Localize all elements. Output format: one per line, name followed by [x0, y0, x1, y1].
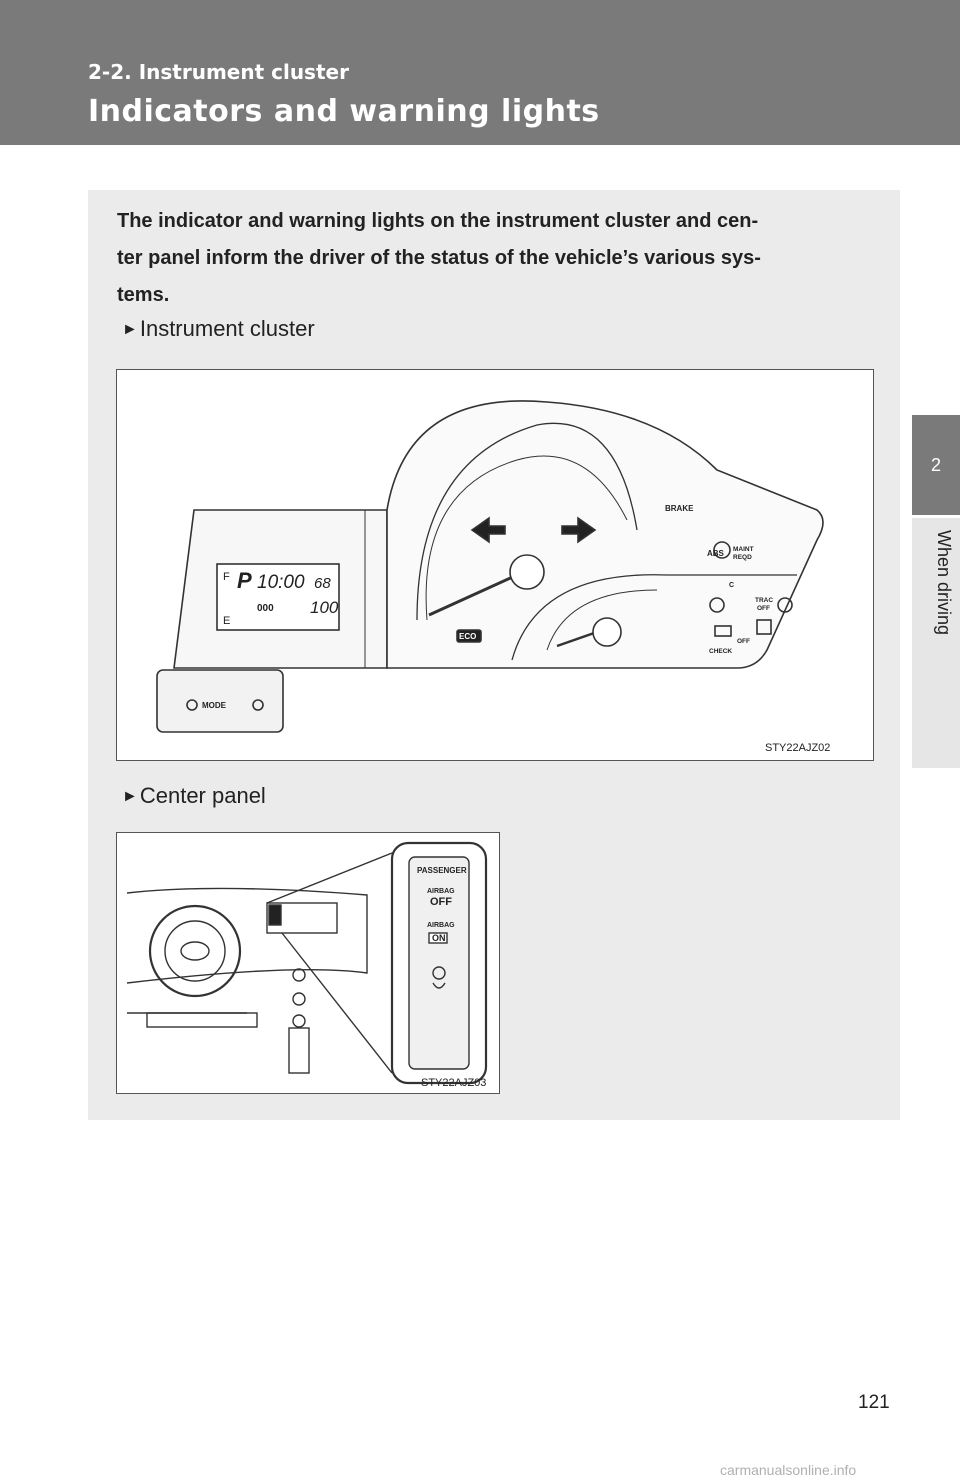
abs-label: ABS: [707, 549, 725, 558]
footer-watermark[interactable]: carmanualsonline.info: [720, 1462, 857, 1478]
figure-heading-text: Instrument cluster: [139, 316, 315, 341]
chapter-number: 2: [930, 454, 941, 475]
intro-line: The indicator and warning lights on the …: [117, 210, 759, 232]
airbag-on-label-1: AIRBAG: [427, 922, 455, 929]
trac-off-label: OFF: [757, 605, 770, 612]
airbag-off-label-2: OFF: [430, 896, 452, 908]
chapter-tab[interactable]: 2: [912, 415, 960, 515]
fuel-empty-label: E: [223, 615, 230, 627]
airbag-off-label-1: AIRBAG: [427, 888, 455, 895]
triangle-bullet-icon: ►: [122, 321, 138, 338]
clock-display: 10:00: [257, 572, 305, 593]
fuel-full-label: F: [223, 571, 230, 583]
instrument-cluster-figure: F E P 10:00 68 000 100 MODE ECO BRAKE AB…: [116, 369, 874, 761]
trac-label: TRAC: [755, 597, 773, 604]
mode-button-label: MODE: [202, 701, 227, 710]
triangle-bullet-icon: ►: [122, 788, 138, 805]
intro-paragraph: The indicator and warning lights on the …: [117, 203, 869, 314]
instrument-cluster-illustration: F E P 10:00 68 000 100 MODE ECO BRAKE AB…: [156, 400, 824, 733]
intro-line: ter panel inform the driver of the statu…: [117, 247, 761, 269]
temperature-display: 68: [314, 575, 331, 592]
chapter-tab-label-bg: [912, 518, 960, 768]
maint-label: MAINT: [733, 546, 754, 553]
eco-label: ECO: [459, 632, 476, 641]
check-label: CHECK: [709, 648, 732, 655]
figure-code: STY22AJZ02: [765, 742, 831, 754]
page-header: [0, 0, 960, 145]
vsc-off-label: OFF: [737, 638, 750, 645]
c-label: C: [729, 582, 734, 589]
figure-heading-instrument-cluster: ►Instrument cluster: [122, 316, 315, 342]
brake-label: BRAKE: [665, 504, 694, 513]
figure-heading-center-panel: ►Center panel: [122, 783, 266, 809]
odometer-display: 100: [310, 598, 339, 617]
odometer-label: 000: [257, 603, 274, 614]
airbag-on-label-2: ON: [432, 933, 446, 943]
page-number: 121: [858, 1392, 890, 1413]
page-title: Indicators and warning lights: [88, 94, 600, 129]
reqd-label: REQD: [733, 554, 752, 561]
center-panel-figure: PASSENGER AIRBAG OFF AIRBAG ON STY22AJZ0…: [116, 832, 500, 1094]
passenger-label: PASSENGER: [417, 866, 467, 875]
center-panel-illustration: PASSENGER AIRBAG OFF AIRBAG ON: [126, 841, 488, 1085]
chapter-label: When driving: [934, 530, 954, 636]
gear-indicator: P: [237, 568, 252, 593]
section-title: 2-2. Instrument cluster: [88, 60, 349, 84]
intro-line: tems.: [117, 284, 170, 306]
figure-code: STY22AJZ03: [421, 1077, 487, 1089]
figure-heading-text: Center panel: [139, 783, 266, 808]
